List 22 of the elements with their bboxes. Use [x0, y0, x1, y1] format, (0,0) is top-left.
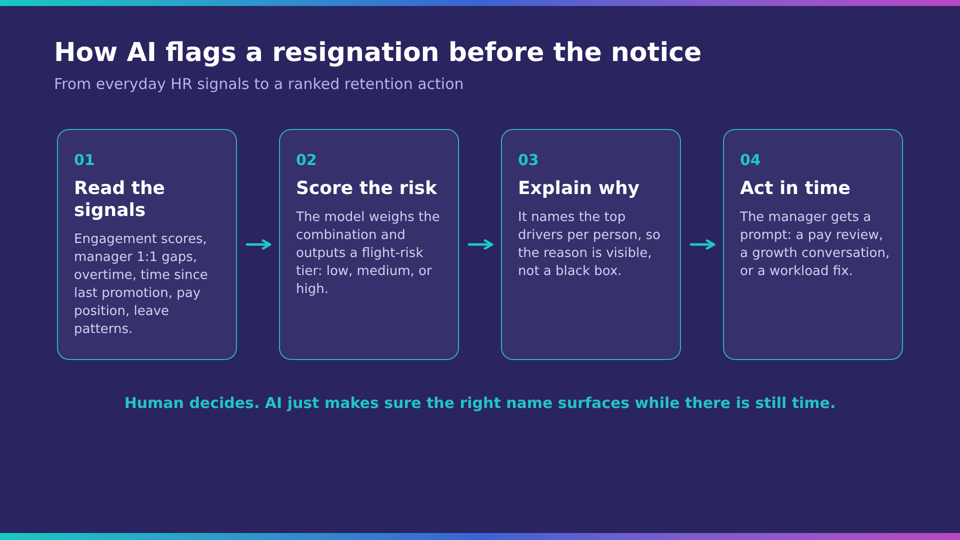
title: How AI flags a resignation before the notice: [54, 37, 702, 69]
step-card: [57, 129, 237, 360]
arrow: [690, 239, 716, 250]
step-description: Engagement scores, manager 1:1 gaps, overtime, time since last promotion, pay position, leave patterns.: [74, 231, 209, 339]
step-number: 04: [740, 150, 762, 170]
step-heading: Score the risk: [296, 178, 438, 200]
step-number: 02: [296, 150, 318, 170]
step-card: [279, 129, 459, 360]
arrow: [468, 239, 494, 250]
subtitle: From everyday HR signals to a ranked retention action: [54, 74, 464, 94]
step-heading: Act in time: [740, 178, 852, 200]
step-description: The model weighs the combination and outputs a flight-risk tier: low, medium, or high.: [296, 209, 441, 299]
step-heading: Explain why: [518, 178, 641, 200]
step-number: 01: [74, 150, 96, 170]
step-card: [501, 129, 681, 360]
step-description: The manager gets a prompt: a pay review, a growth conversation, or a workload fix.: [740, 209, 891, 281]
arrow: [246, 239, 272, 250]
step-description: It names the top drivers per person, so the reason is visible, not a black box.: [518, 209, 662, 281]
step-heading: Read the signals: [74, 178, 166, 222]
footer-note: Human decides. AI just makes sure the right name surfaces while there is still time.: [123, 393, 837, 413]
step-card: [723, 129, 903, 360]
step-number: 03: [518, 150, 540, 170]
